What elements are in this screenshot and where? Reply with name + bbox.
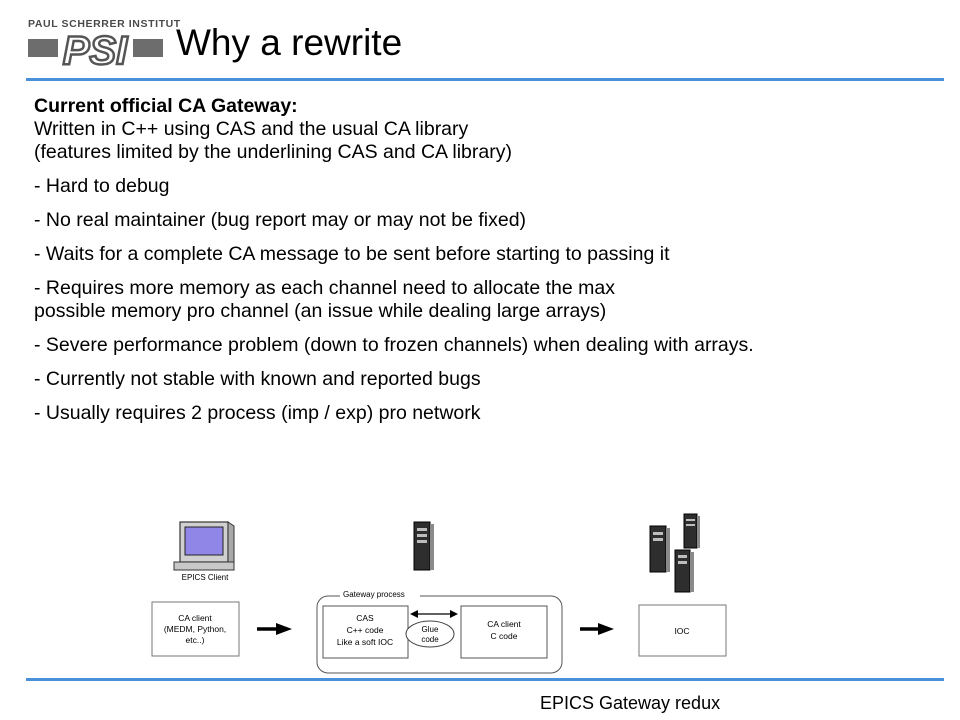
ioc-box [638,604,727,657]
ca-client-c-box-line: CA client [487,619,521,629]
content-body: Current official CA Gateway: Written in … [34,95,944,436]
institute-name: PAUL SCHERRER INSTITUT [28,18,181,30]
server-cluster-icon [649,513,700,593]
bullet-item: - No real maintainer (bug report may or … [34,209,527,231]
glue-code-line: Glue [422,625,439,634]
intro-line: Written in C++ using CAS and the usual C… [34,118,469,140]
ca-client-c-box-line: C code [491,631,518,641]
ca-client-box-line: CA client [178,613,212,623]
cas-box-line: C++ code [347,625,384,635]
computer-icon [173,521,235,571]
gateway-label-bg [340,588,420,600]
glue-code-line: code [421,635,439,644]
top-rule [26,78,944,81]
cas-box [322,605,409,659]
cas-box-line: CAS [356,613,374,623]
psi-logo: PAUL SCHERRER INSTITUT PSI [28,18,180,71]
bullet-line: possible memory pro channel (an issue wh… [34,300,607,322]
slide-title: Why a rewrite [176,22,403,63]
bullet-item: - Hard to debug [34,175,170,197]
intro-line: (features limited by the underlining CAS… [34,141,512,163]
cas-box-line: Like a soft IOC [337,637,393,647]
footer-text: EPICS Gateway redux [540,693,721,713]
bullet-item: - Currently not stable with known and re… [34,368,481,390]
gateway-process-container [316,595,563,674]
bullet-item: - Usually requires 2 process (imp / exp)… [34,402,481,424]
glue-code-ellipse [405,620,455,648]
ca-client-box-line: (MEDM, Python, [164,624,226,634]
arrow-right-icon [257,623,292,635]
logo-text: PSI [63,31,128,71]
intro-paragraph: Written in C++ using CAS and the usual C… [34,118,944,164]
ca-client-box [151,601,240,657]
arrow-right-icon [580,623,614,635]
ioc-label: IOC [674,626,689,636]
bullet-item: - Waits for a complete CA message to be … [34,243,670,265]
server-icon [413,521,434,571]
bullet-item: - Severe performance problem (down to fr… [34,334,754,356]
bullet-line: - Requires more memory as each channel n… [34,277,615,299]
gateway-process-label: Gateway process [343,590,405,599]
bullet-item: - Requires more memory as each channel n… [34,277,944,323]
bottom-rule [26,678,944,681]
double-arrow-icon [410,610,458,618]
ca-client-box-line: etc..) [186,635,205,645]
epics-client-label: EPICS Client [182,573,229,582]
psi-logo-mark: PSI [28,31,163,71]
ca-client-c-box [460,605,548,659]
content-heading: Current official CA Gateway: [34,95,298,117]
